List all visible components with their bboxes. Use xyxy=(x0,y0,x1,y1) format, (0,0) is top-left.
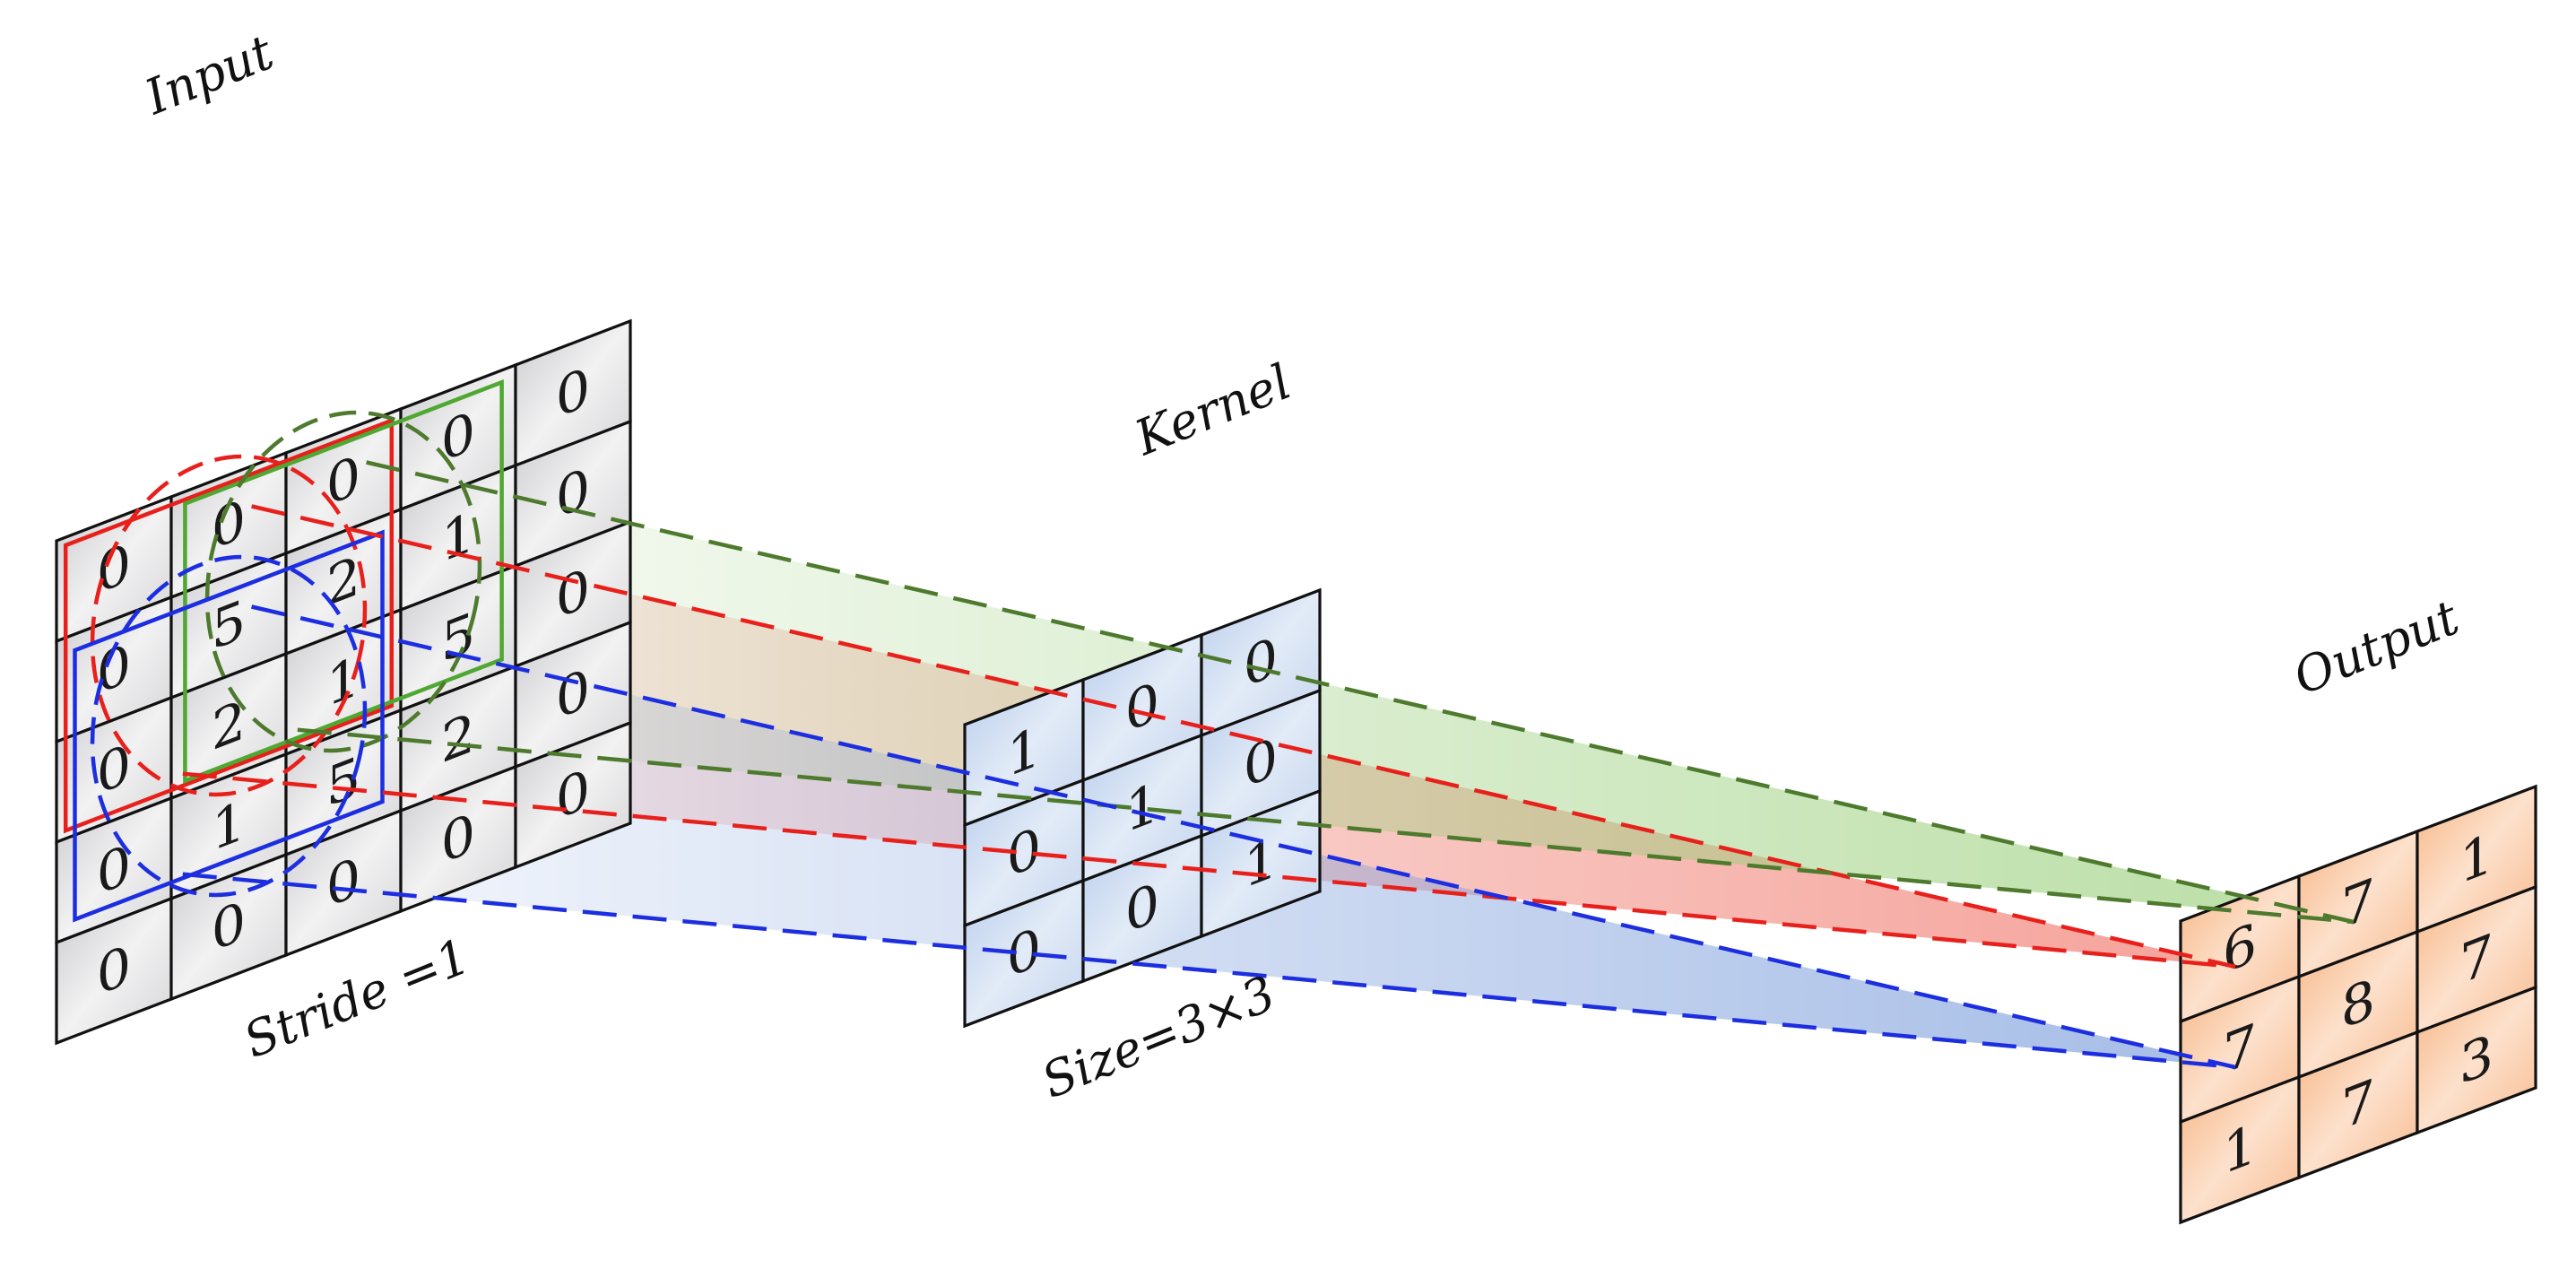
input-cell-value: 0 xyxy=(97,932,131,1008)
input-cell-value: 1 xyxy=(441,499,475,575)
input-cell-value: 2 xyxy=(441,700,475,776)
output-cell-value: 1 xyxy=(2459,821,2494,897)
input-cell-value: 0 xyxy=(212,888,246,964)
output-cell-value: 8 xyxy=(2341,966,2375,1042)
blue-window-dashed-ellipse xyxy=(90,554,368,898)
input-cell-value: 0 xyxy=(97,731,131,807)
input-cell-value: 0 xyxy=(97,831,131,908)
input-cell-value: 5 xyxy=(441,599,475,675)
kernel-cell-value: 1 xyxy=(1007,714,1041,790)
kernel-cell-value: 0 xyxy=(1125,669,1159,745)
input-cell-value: 0 xyxy=(97,530,131,606)
blue-window-frame xyxy=(73,529,385,923)
input-cell-value: 0 xyxy=(97,630,131,707)
output-title: Output xyxy=(2285,589,2467,706)
green-window-frame xyxy=(183,379,504,784)
output-cell-value: 7 xyxy=(2459,921,2494,997)
output-cell-value: 6 xyxy=(2223,910,2257,987)
input-cell-value: 0 xyxy=(441,398,475,474)
input-cell-value: 0 xyxy=(441,800,475,876)
green-window-projection-line xyxy=(366,460,2355,925)
blue-window-projection-line xyxy=(251,604,2236,1070)
green-window-cone xyxy=(297,462,2354,922)
output-grid: 6 7 1 7 8 7 1 7 3 xyxy=(2179,784,2537,1225)
input-cell-value: 0 xyxy=(212,486,246,562)
input-cell-value: 2 xyxy=(212,687,246,763)
input-highlight-windows xyxy=(63,379,504,923)
output-cell-value: 1 xyxy=(2223,1111,2257,1187)
input-cell-value: 1 xyxy=(326,643,360,719)
kernel-cell xyxy=(1200,788,1322,939)
red-window-frame xyxy=(63,417,395,834)
output-cell xyxy=(2416,985,2537,1135)
red-window-dashed-ellipse xyxy=(90,454,368,797)
output-cell-value: 7 xyxy=(2223,1011,2257,1087)
kernel-title: Kernel xyxy=(1126,353,1298,466)
input-cell-value: 0 xyxy=(556,455,590,531)
output-cell-value: 7 xyxy=(2341,1066,2375,1143)
input-cell-value: 5 xyxy=(212,587,246,663)
green-window-projection-line xyxy=(297,727,2355,925)
input-cell-value: 0 xyxy=(556,756,590,832)
input-cell-value: 1 xyxy=(212,787,246,864)
projection-lines xyxy=(182,460,2355,1070)
input-cell-value: 0 xyxy=(326,442,360,518)
input-cell-value: 0 xyxy=(556,354,590,430)
output-cell-value: 3 xyxy=(2459,1021,2494,1098)
input-cell-value: 0 xyxy=(326,844,360,920)
red-window-projection-line xyxy=(182,771,2236,969)
input-cell-value: 5 xyxy=(326,743,360,820)
kernel-cell-value: 0 xyxy=(1244,624,1278,700)
kernel-cell-value: 0 xyxy=(1125,870,1159,946)
input-title: Input xyxy=(136,23,281,126)
input-cell-value: 0 xyxy=(556,555,590,631)
blue-window-projection-line xyxy=(182,872,2236,1070)
output-cell-value: 7 xyxy=(2341,865,2375,942)
green-window-dashed-ellipse xyxy=(204,410,482,753)
red-window-projection-line xyxy=(251,504,2236,969)
input-cell-value: 0 xyxy=(556,656,590,732)
